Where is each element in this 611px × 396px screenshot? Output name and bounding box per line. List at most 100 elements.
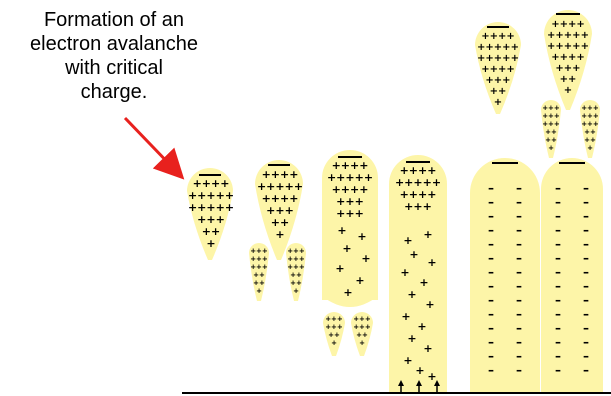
- negative-charge: –: [488, 209, 494, 223]
- plasma-channel: [541, 158, 603, 392]
- electron-cloud: [199, 174, 221, 176]
- positive-ion: +: [361, 252, 370, 265]
- positive-ion: +: [357, 230, 366, 243]
- positive-ion: +++: [542, 120, 560, 128]
- negative-charge: –: [555, 335, 561, 349]
- electron-cloud: [338, 156, 362, 158]
- electron-cloud: [487, 26, 509, 28]
- positive-ion: +: [564, 85, 572, 96]
- negative-charge: –: [488, 265, 494, 279]
- negative-charge: –: [488, 321, 494, 335]
- negative-charge: –: [583, 237, 589, 251]
- positive-ion: +++++: [477, 53, 519, 64]
- positive-ion: ++: [290, 271, 302, 279]
- negative-charge: –: [488, 223, 494, 237]
- negative-charge: –: [583, 307, 589, 321]
- negative-charge: –: [583, 209, 589, 223]
- pointer-arrow: [125, 118, 176, 171]
- negative-charge: –: [583, 293, 589, 307]
- negative-charge: –: [555, 321, 561, 335]
- positive-ion: +: [403, 354, 412, 367]
- plasma-channel: [470, 158, 540, 392]
- positive-ion: ++: [356, 331, 368, 339]
- negative-charge: –: [555, 349, 561, 363]
- negative-charge: –: [583, 335, 589, 349]
- positive-ion: ++: [253, 279, 265, 287]
- negative-charge: –: [555, 181, 561, 195]
- positive-ion: +: [417, 320, 426, 333]
- positive-ion: ++: [490, 86, 507, 97]
- positive-ion: +: [275, 228, 284, 241]
- negative-charge: –: [555, 251, 561, 265]
- positive-ion: +++++: [547, 41, 589, 52]
- negative-charge: –: [555, 237, 561, 251]
- positive-ion: +++: [325, 315, 343, 323]
- positive-ion: +: [335, 262, 344, 275]
- positive-ion: +: [409, 248, 418, 261]
- negative-charge: –: [555, 209, 561, 223]
- electron-cloud: [559, 162, 585, 164]
- positive-ion: +++: [353, 323, 371, 331]
- positive-ion: ++++: [551, 52, 585, 63]
- negative-charge: –: [555, 223, 561, 237]
- positive-ion: +++: [287, 255, 305, 263]
- positive-ion: +++: [404, 200, 432, 213]
- positive-ion: ++++: [481, 31, 515, 42]
- negative-charge: –: [516, 265, 522, 279]
- positive-ion: +: [415, 364, 424, 377]
- positive-ion: +: [359, 339, 365, 347]
- positive-ion: +: [587, 144, 593, 152]
- positive-ion: +: [331, 339, 337, 347]
- positive-ion: +++: [250, 255, 268, 263]
- positive-ion: +: [355, 274, 364, 287]
- positive-ion: +++: [287, 263, 305, 271]
- negative-charge: –: [488, 181, 494, 195]
- positive-ion: +: [407, 332, 416, 345]
- negative-charge: –: [516, 251, 522, 265]
- positive-ion: +++: [250, 263, 268, 271]
- negative-charge: –: [516, 363, 522, 377]
- positive-ion: +: [293, 287, 299, 295]
- positive-ion: +: [427, 370, 436, 383]
- positive-ion: +++: [353, 315, 371, 323]
- positive-ion: ++: [584, 128, 596, 136]
- positive-ion: +++: [581, 120, 599, 128]
- positive-ion: +++: [325, 323, 343, 331]
- positive-ion: +: [206, 237, 215, 250]
- positive-ion: +++: [336, 207, 364, 220]
- negative-charge: –: [583, 321, 589, 335]
- positive-ion: +: [342, 242, 351, 255]
- negative-charge: –: [583, 181, 589, 195]
- positive-ion: +: [403, 234, 412, 247]
- positive-ion: +: [423, 342, 432, 355]
- negative-charge: –: [583, 251, 589, 265]
- positive-ion: ++: [545, 136, 557, 144]
- positive-ion: +: [337, 224, 346, 237]
- positive-ion: +: [343, 286, 352, 299]
- negative-charge: –: [516, 335, 522, 349]
- negative-charge: –: [583, 349, 589, 363]
- positive-ion: +: [494, 97, 502, 108]
- positive-ion: ++++: [481, 64, 515, 75]
- positive-ion: +: [427, 256, 436, 269]
- negative-charge: –: [516, 293, 522, 307]
- positive-ion: +++++: [477, 42, 519, 53]
- positive-ion: ++: [328, 331, 340, 339]
- electron-cloud: [268, 164, 290, 166]
- negative-charge: –: [555, 307, 561, 321]
- positive-ion: +++: [250, 247, 268, 255]
- negative-charge: –: [516, 307, 522, 321]
- negative-charge: –: [516, 195, 522, 209]
- negative-charge: –: [583, 279, 589, 293]
- negative-charge: –: [516, 223, 522, 237]
- positive-ion: +++: [485, 75, 510, 86]
- negative-charge: –: [516, 237, 522, 251]
- positive-ion: +++: [542, 104, 560, 112]
- positive-ion: ++++: [551, 19, 585, 30]
- positive-ion: ++: [290, 279, 302, 287]
- positive-ion: +: [419, 276, 428, 289]
- positive-ion: +++: [581, 112, 599, 120]
- positive-ion: +: [401, 310, 410, 323]
- positive-ion: ++: [253, 271, 265, 279]
